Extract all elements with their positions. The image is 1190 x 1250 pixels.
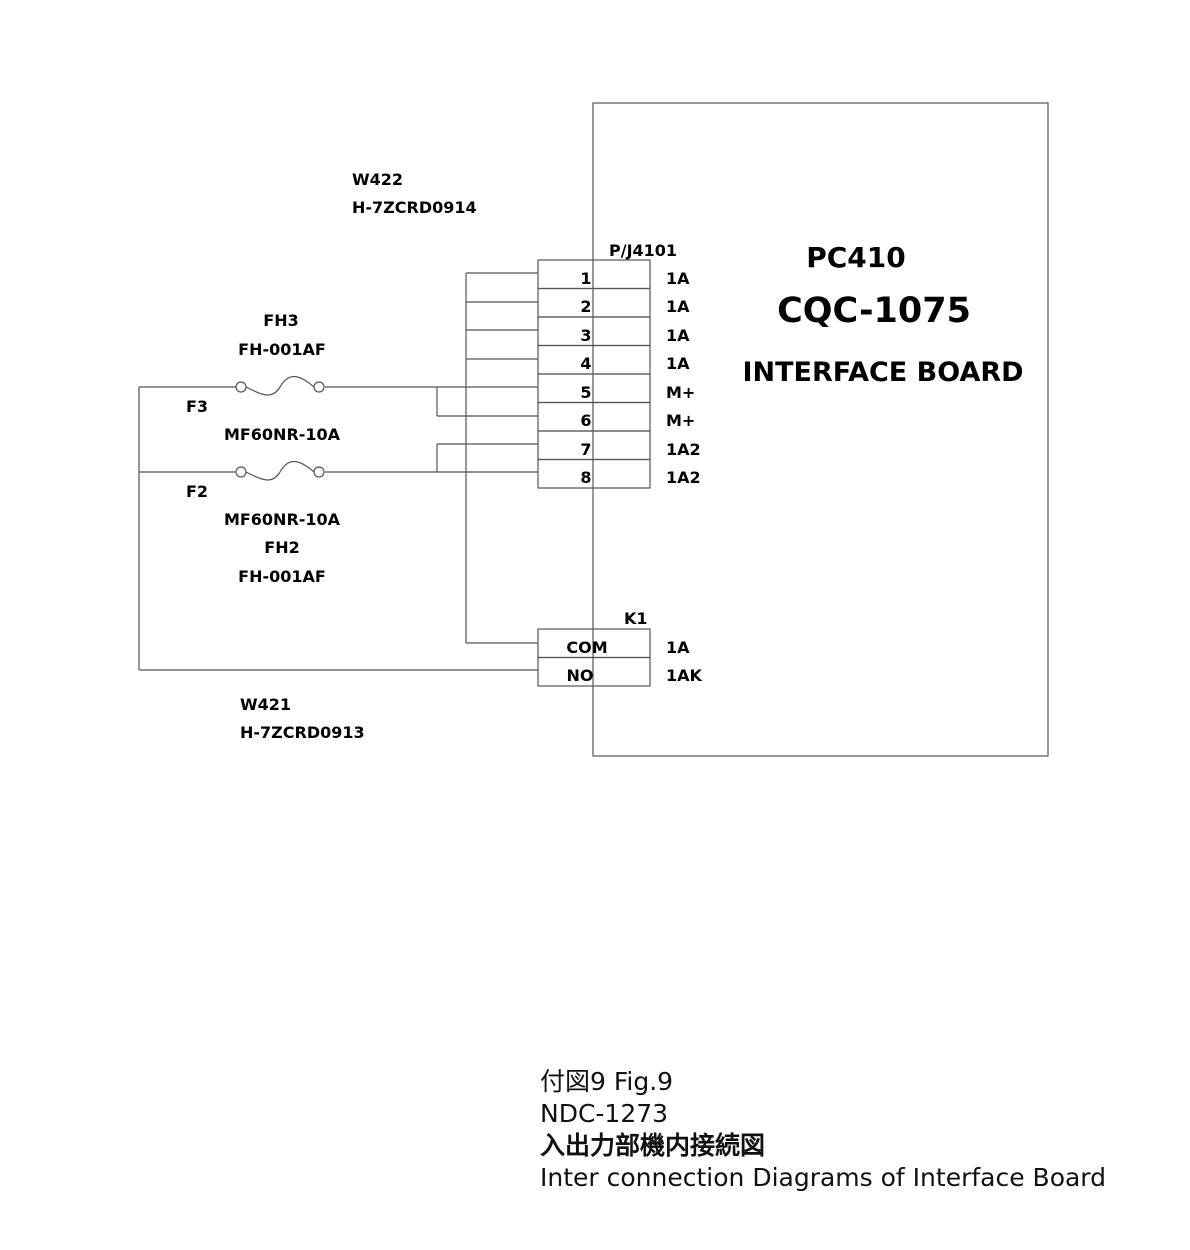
interface-board-outline xyxy=(593,103,1048,756)
board-model: CQC-1075 xyxy=(777,291,971,331)
pin-box-8 xyxy=(538,460,650,489)
fuse-f3-holder: FH-001AF xyxy=(238,340,326,359)
pin-box-7 xyxy=(538,431,650,460)
connector-pj4101-boxes xyxy=(538,260,650,488)
board-subtitle: INTERFACE BOARD xyxy=(742,357,1023,388)
pin-number: 8 xyxy=(580,468,591,487)
cable-w421-name: W421 xyxy=(240,695,291,714)
fuse-f3-holder-ref: FH3 xyxy=(263,311,298,330)
title-japanese: 入出力部機内接続図 xyxy=(540,1130,1106,1162)
pin-number: 4 xyxy=(580,354,591,373)
relay-pin-name: COM xyxy=(566,638,607,657)
pin-number: 5 xyxy=(580,383,591,402)
cable-w421-part: H-7ZCRD0913 xyxy=(240,723,365,742)
pin-signal: M+ xyxy=(666,411,695,430)
fuse-f2-symbol xyxy=(236,462,324,480)
pin-signal: 1A2 xyxy=(666,468,701,487)
pin-signal: 1A xyxy=(666,326,690,345)
pin-box-5 xyxy=(538,374,650,403)
pin-signal: 1A xyxy=(666,297,690,316)
fuse-f2-holder: FH-001AF xyxy=(238,567,326,586)
pin-signal: 1A xyxy=(666,354,690,373)
pin-signal: 1A2 xyxy=(666,440,701,459)
pin-box-2 xyxy=(538,289,650,318)
relay-pin-signal: 1AK xyxy=(666,666,703,685)
pin-box-4 xyxy=(538,346,650,375)
pin-number: 7 xyxy=(580,440,591,459)
pin-number: 6 xyxy=(580,411,591,430)
relay-box-no xyxy=(538,658,650,687)
fuse-f2-ref: F2 xyxy=(186,482,208,501)
fuse-f3-ref: F3 xyxy=(186,397,208,416)
pin-box-3 xyxy=(538,317,650,346)
fuse-f3-symbol xyxy=(236,377,324,395)
pin-signal: 1A xyxy=(666,269,690,288)
pin-signal: M+ xyxy=(666,383,695,402)
fuse-f2-holder-ref: FH2 xyxy=(264,538,299,557)
wires xyxy=(139,273,538,670)
pin-number: 1 xyxy=(580,269,591,288)
pin-box-6 xyxy=(538,403,650,432)
relay-name: K1 xyxy=(624,609,648,628)
figure-number: 付図9 Fig.9 xyxy=(540,1066,1106,1098)
fuse-f3-part: MF60NR-10A xyxy=(224,425,341,444)
cable-w422-part: H-7ZCRD0914 xyxy=(352,198,477,217)
board-title: PC410 xyxy=(806,241,906,274)
document-number: NDC-1273 xyxy=(540,1098,1106,1130)
relay-pin-signal: 1A xyxy=(666,638,690,657)
connector-name: P/J4101 xyxy=(609,241,677,260)
pin-number: 2 xyxy=(580,297,591,316)
title-english: Inter connection Diagrams of Interface B… xyxy=(540,1162,1106,1194)
figure-caption: 付図9 Fig.9 NDC-1273 入出力部機内接続図 Inter conne… xyxy=(540,1066,1106,1194)
pin-box-1 xyxy=(538,260,650,289)
fuse-f2-part: MF60NR-10A xyxy=(224,510,341,529)
relay-pin-name: NO xyxy=(567,666,594,685)
pin-number: 3 xyxy=(580,326,591,345)
cable-w422-name: W422 xyxy=(352,170,403,189)
